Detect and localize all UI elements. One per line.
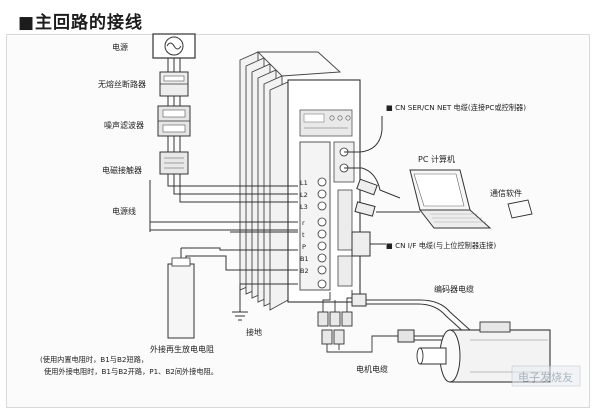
terminal-label: r: [302, 219, 305, 227]
contactor-symbol: [159, 151, 189, 175]
terminal-label: L1: [300, 179, 308, 187]
comm-software-label: 通信软件: [490, 188, 522, 198]
noise-filter-label: 噪声滤波器: [104, 120, 144, 130]
motor-cable-label: 电机电缆: [356, 364, 388, 374]
power-line-label: 电源线: [112, 206, 136, 216]
breaker-label: 无熔丝断路器: [98, 79, 146, 89]
page-title: ■主回路的接线: [18, 13, 144, 33]
regen-resistor-label: 外接再生放电电阻: [150, 344, 214, 354]
servo-driver: [239, 51, 361, 311]
pc-laptop: [409, 169, 492, 229]
terminal-label: B1: [300, 255, 309, 263]
terminal-label: L2: [300, 191, 308, 199]
cn-ser-label: ■ CN SER/CN NET 电缆(连接PC或控制器): [386, 103, 526, 112]
software-disk: [507, 199, 533, 219]
terminal-label: B2: [300, 267, 309, 275]
terminal-label: t: [302, 231, 305, 239]
noise-filter-symbol: [157, 105, 191, 137]
ground-label: 接地: [246, 327, 262, 337]
terminal-label: L3: [300, 203, 308, 211]
cn-if-cable: [351, 231, 386, 257]
terminal-label: P: [302, 243, 306, 251]
breaker-symbol: [159, 71, 189, 97]
power-label: 电源: [112, 42, 128, 52]
encoder-cable: [351, 293, 471, 335]
ground-symbol: [232, 283, 298, 321]
power-wires: [150, 174, 230, 231]
cn-ser-cable: [344, 116, 420, 217]
note-line-2: 使用外接电阻时，B1与B2开路，P1、B2间外接电阻。: [44, 367, 218, 376]
regen-resistor: [167, 247, 298, 339]
encoder-cable-label: 编码器电缆: [434, 284, 474, 294]
watermark-logo: 电子发烧友: [511, 365, 581, 387]
contactor-label: 电磁接触器: [102, 165, 142, 175]
pc-label: PC 计算机: [418, 154, 455, 164]
cn-if-label: ■ CN I/F 电缆(与上位控制器连接): [386, 241, 496, 250]
motor-cable-terminals: [317, 290, 400, 353]
note-line-1: (使用内置电阻时，B1与B2短路，: [40, 355, 148, 364]
terminal-block: [317, 177, 327, 289]
terminal-wires: [230, 185, 298, 233]
watermark-text: 电子发烧友: [518, 370, 573, 384]
power-source-symbol: [152, 33, 196, 59]
